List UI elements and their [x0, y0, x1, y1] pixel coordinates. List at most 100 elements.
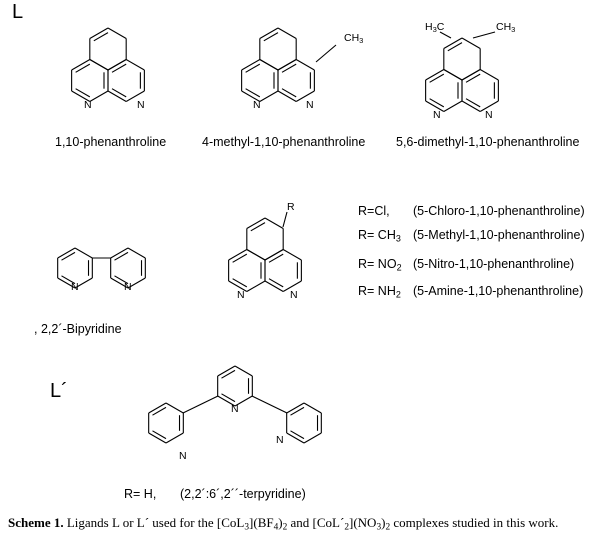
- ring-bond: [148, 402, 167, 414]
- ring-bond: [277, 27, 297, 39]
- substituent-label: CH3: [344, 32, 364, 45]
- ring-bond: [479, 69, 499, 81]
- ring-bond: [107, 90, 127, 102]
- ring-bond: [303, 432, 322, 444]
- compound-name: 4-methyl-1,10-phenanthroline: [202, 135, 366, 149]
- nitrogen-atom: N: [237, 289, 245, 301]
- nitrogen-atom: N: [253, 99, 261, 111]
- ring-bond: [71, 90, 91, 102]
- double-bond: [114, 275, 129, 285]
- substituent-row: R= NH2: [358, 284, 401, 300]
- scheme-caption: Scheme 1. Ligands L or L´ used for the […: [8, 515, 559, 533]
- ring-bond: [234, 395, 253, 407]
- double-bond: [281, 88, 297, 98]
- methyl-bond: [315, 44, 337, 63]
- compound-name: , 2,2´-Bipyridine: [34, 322, 122, 336]
- ring-bond: [217, 395, 236, 407]
- substituent-label: H3C: [425, 21, 445, 34]
- ring-bond: [282, 249, 302, 261]
- ring-bond: [461, 100, 481, 112]
- ring-bond: [165, 402, 184, 414]
- ring-bond: [228, 249, 248, 261]
- compound-name: 1,10-phenanthroline: [55, 135, 167, 149]
- ring-bond: [234, 365, 253, 377]
- double-bond: [465, 73, 481, 83]
- nitrogen-atom: N: [433, 109, 441, 121]
- double-bond: [281, 63, 297, 73]
- ring-bond: [303, 402, 322, 414]
- double-bond: [263, 32, 279, 42]
- double-bond: [268, 278, 284, 288]
- ring-bond: [443, 69, 463, 81]
- ring-bond: [217, 365, 236, 377]
- ring-bond: [127, 277, 146, 289]
- ring-bond: [259, 90, 279, 102]
- double-bond: [447, 42, 463, 52]
- substituent-label: R: [287, 201, 295, 213]
- ring-bond: [479, 100, 499, 112]
- substituent-name: (5-Amine-1,10-phenanthroline): [413, 284, 584, 298]
- compound-name: 5,6-dimethyl-1,10-phenanthroline: [396, 135, 580, 149]
- ring-bond: [148, 432, 167, 444]
- ring-bond: [461, 37, 481, 49]
- ring-bond: [295, 90, 315, 102]
- ring-bond: [282, 280, 302, 292]
- ring-bond: [259, 27, 279, 39]
- double-bond: [245, 63, 261, 73]
- double-bond: [152, 430, 167, 440]
- double-bond: [75, 88, 91, 98]
- ring-bond: [125, 59, 145, 71]
- nitrogen-atom: N: [124, 281, 132, 293]
- substituent-row: R=Cl,: [358, 204, 390, 218]
- ring-bond: [57, 247, 76, 259]
- terpy-r-label: R= H,: [124, 487, 157, 501]
- double-bond: [61, 251, 76, 261]
- ring-bond: [264, 280, 284, 292]
- double-bond: [429, 98, 445, 108]
- double-bond: [232, 253, 248, 263]
- ring-bond: [286, 432, 305, 444]
- methyl-bond: [472, 31, 496, 39]
- substituent-row: R= CH3: [358, 228, 401, 244]
- substituent-name: (5-Chloro-1,10-phenanthroline): [413, 204, 585, 218]
- double-bond: [290, 406, 305, 416]
- ligand-set-l-prime-label: L´: [50, 380, 68, 402]
- ring-bond: [425, 69, 445, 81]
- double-bond: [290, 430, 305, 440]
- substituent-label: CH3: [496, 21, 516, 34]
- double-bond: [111, 88, 127, 98]
- ring-bond: [89, 90, 109, 102]
- double-bond: [429, 73, 445, 83]
- ring-bond: [89, 27, 109, 39]
- ring-bond: [246, 249, 266, 261]
- ring-bond: [74, 247, 93, 259]
- ring-bond: [425, 100, 445, 112]
- ring-bond: [74, 277, 93, 289]
- ring-bond: [264, 217, 284, 229]
- ring-bond: [241, 59, 261, 71]
- substituent-name: (5-Nitro-1,10-phenanthroline): [413, 257, 575, 271]
- inter-ring-bond: [251, 395, 288, 414]
- ring-bond: [125, 90, 145, 102]
- substituent-name: (5-Methyl-1,10-phenanthroline): [413, 228, 585, 242]
- double-bond: [465, 98, 481, 108]
- double-bond: [61, 275, 76, 285]
- ring-bond: [89, 59, 109, 71]
- ring-bond: [127, 247, 146, 259]
- nitrogen-atom: N: [276, 434, 284, 446]
- nitrogen-atom: N: [290, 289, 298, 301]
- double-bond: [221, 393, 236, 403]
- ring-bond: [107, 27, 127, 39]
- ring-bond: [277, 90, 297, 102]
- ring-bond: [277, 59, 297, 71]
- double-bond: [75, 63, 91, 73]
- substituent-bond: [282, 211, 288, 228]
- ring-bond: [228, 280, 248, 292]
- double-bond: [268, 253, 284, 263]
- ring-bond: [443, 100, 463, 112]
- ring-bond: [71, 59, 91, 71]
- double-bond: [221, 369, 236, 379]
- ring-bond: [461, 69, 481, 81]
- nitrogen-atom: N: [137, 99, 145, 111]
